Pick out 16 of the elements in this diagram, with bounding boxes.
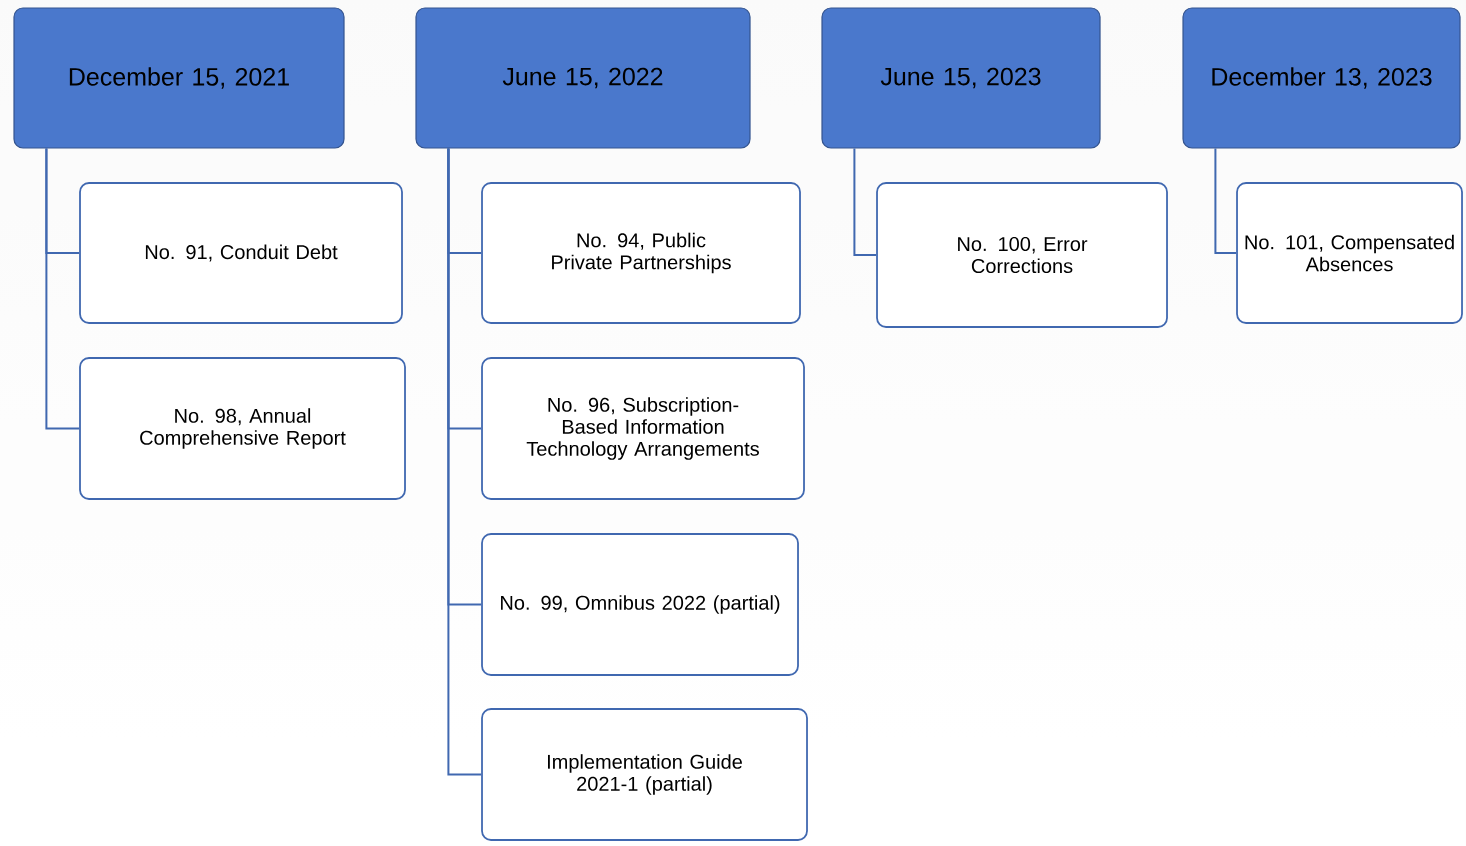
standard-box: No. 94, Public Private Partnerships [481, 182, 801, 324]
connector-line [1214, 147, 1238, 254]
connector-line [447, 147, 483, 776]
date-header-box: December 15, 2021 [13, 7, 345, 149]
standard-box: Implementation Guide 2021-1 (partial) [481, 708, 808, 841]
date-header-box: June 15, 2023 [821, 7, 1101, 149]
standard-box: No. 98, Annual Comprehensive Report [79, 357, 406, 500]
standard-box: No. 91, Conduit Debt [79, 182, 403, 324]
connector-line [45, 147, 81, 430]
standard-box: No. 101, Compensated Absences [1236, 182, 1463, 324]
standard-box: No. 100, Error Corrections [876, 182, 1168, 328]
standard-box: No. 99, Omnibus 2022 (partial) [481, 533, 799, 676]
standard-box: No. 96, Subscription-Based Information Technology Arrangements [481, 357, 805, 500]
date-header-box: June 15, 2022 [415, 7, 751, 149]
connector-line [853, 147, 878, 256]
date-header-box: December 13, 2023 [1182, 7, 1461, 149]
